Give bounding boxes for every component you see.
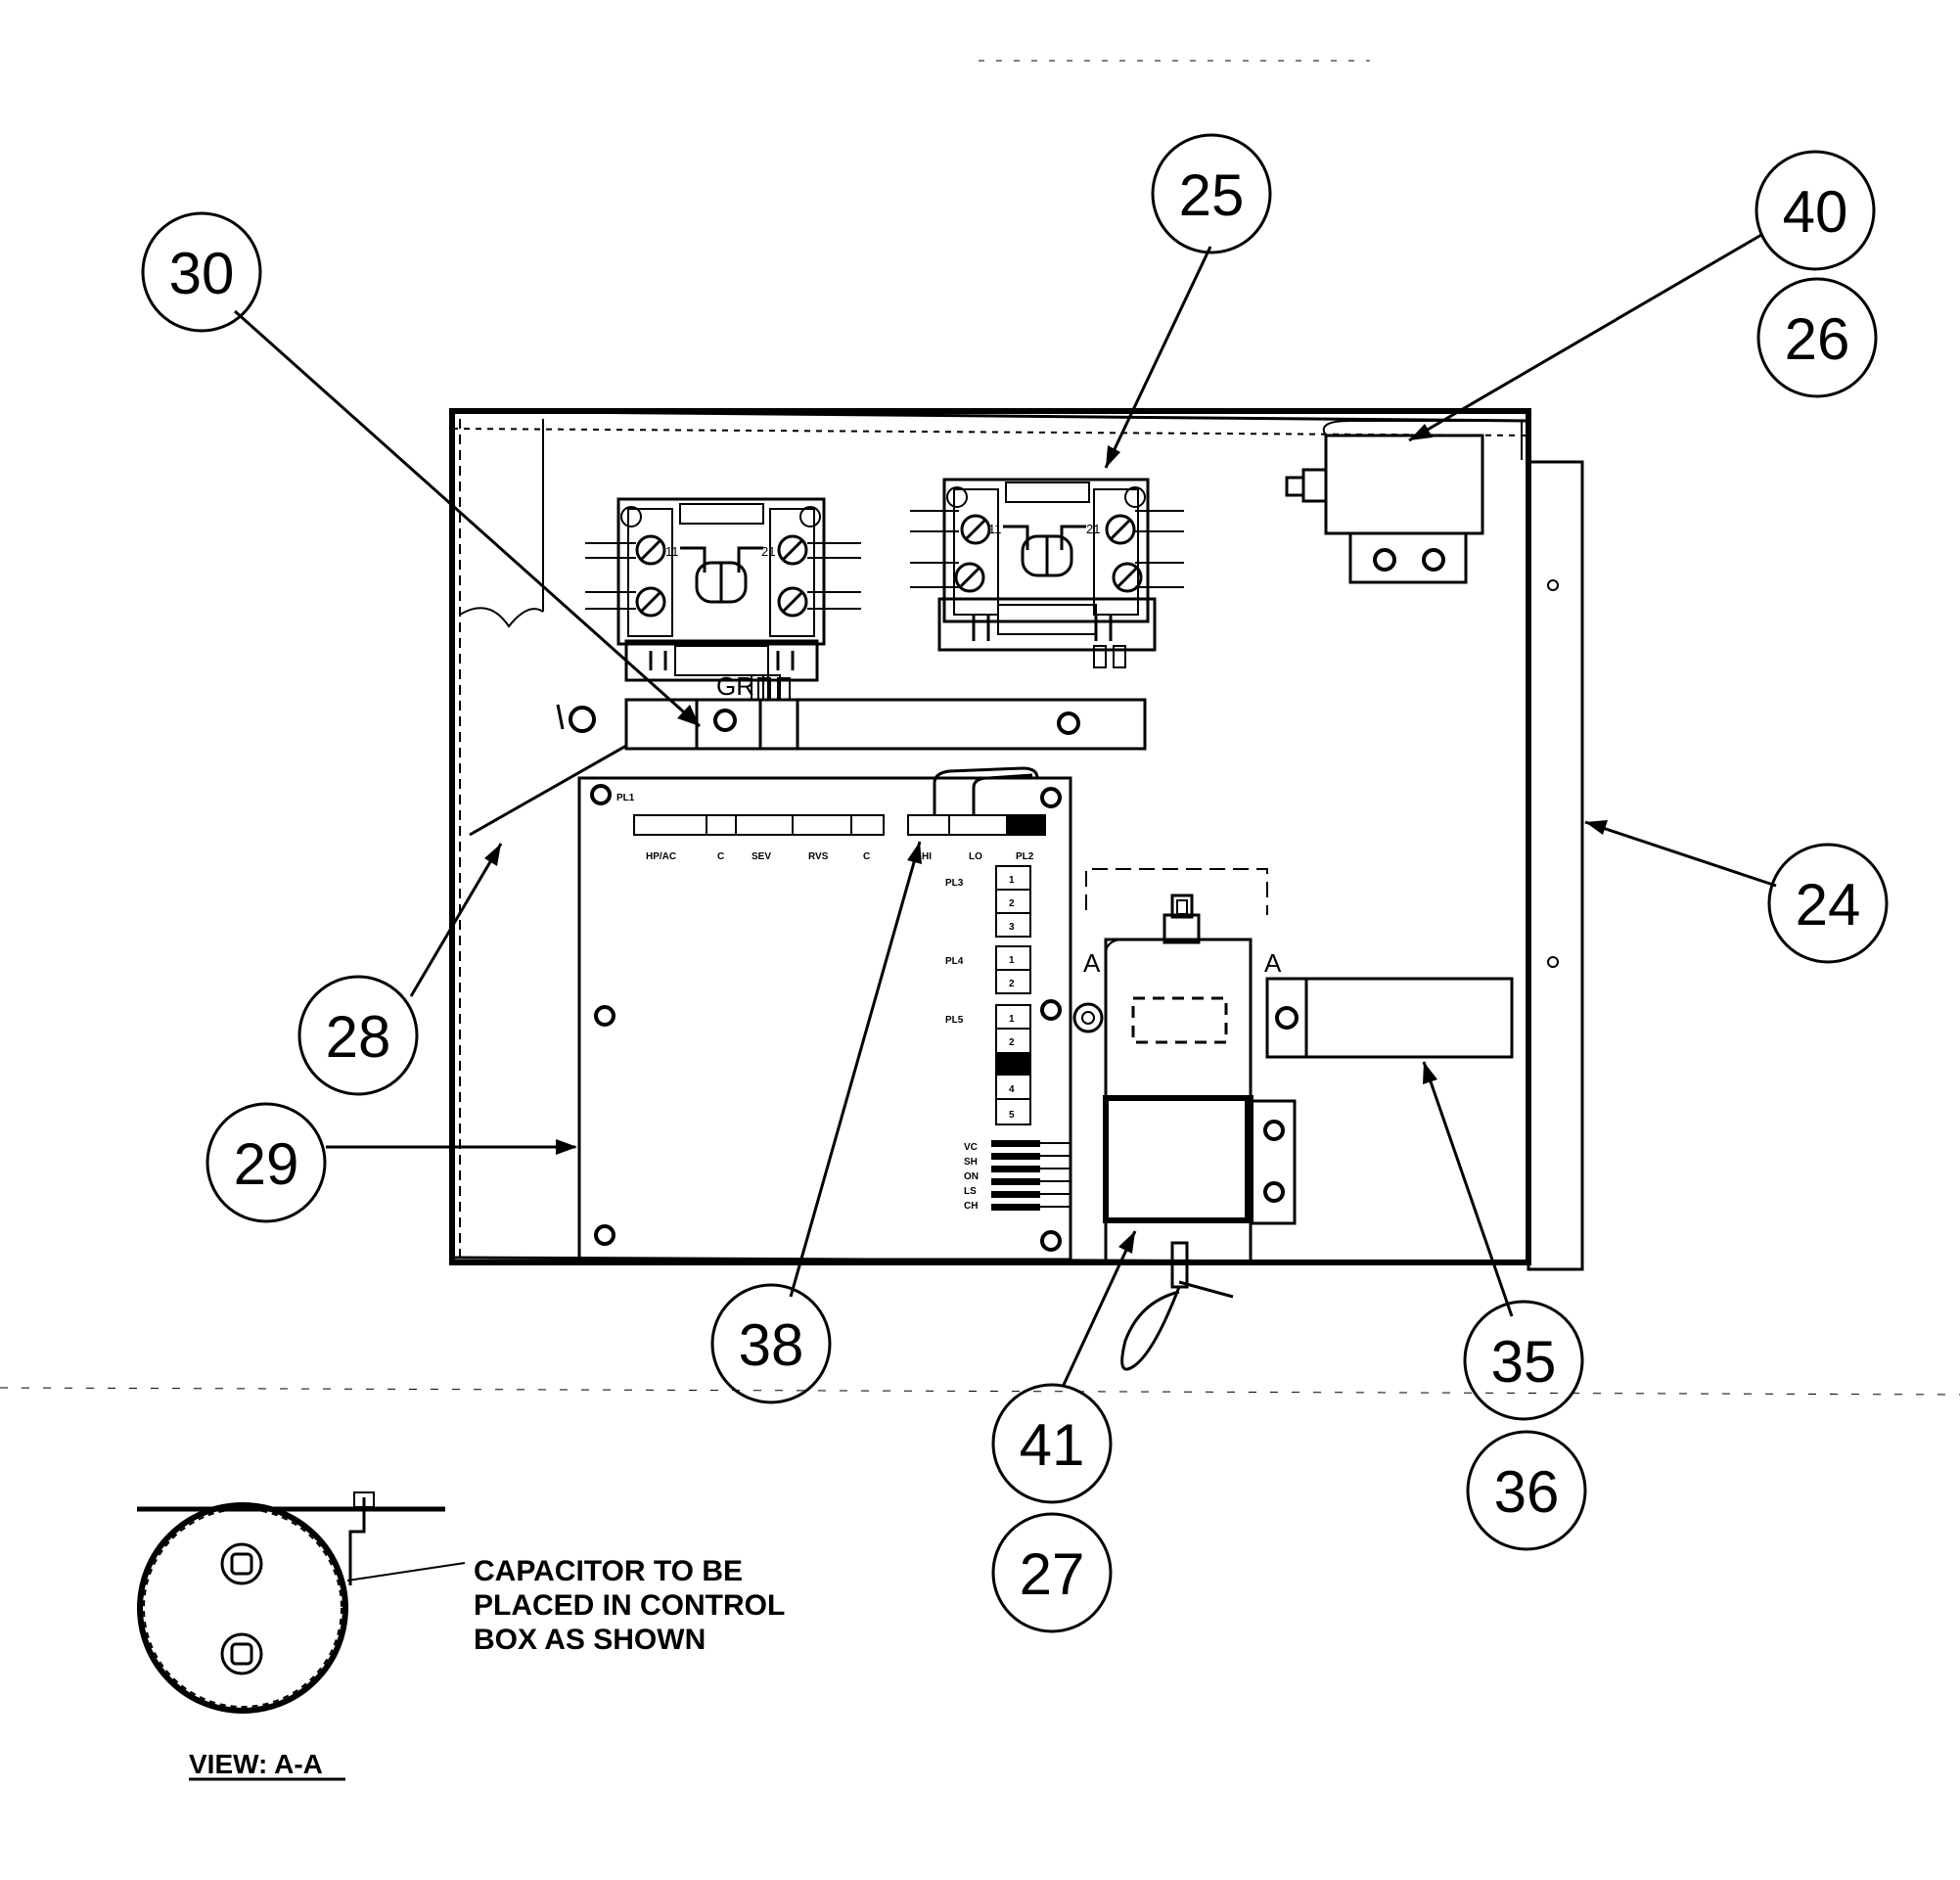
pcb-rvs-label: RVS [808, 851, 829, 862]
callout-28: 28 [297, 975, 419, 1096]
callout-26: 26 [1756, 277, 1878, 398]
relay-left-terminal-11: 11 [665, 544, 679, 559]
pcb-pl4-pin-1: 1 [1009, 955, 1015, 966]
callout-25: 25 [1151, 133, 1272, 254]
pcb-pl3-pin-1: 1 [1009, 875, 1015, 886]
start-relay [1285, 420, 1523, 584]
callout-30-number: 30 [169, 241, 235, 306]
relay-right-terminal-21: 21 [1086, 522, 1100, 536]
pcb-pl5-pin-1: 1 [1009, 1014, 1015, 1025]
pcb-term-sh: SH [964, 1157, 978, 1168]
callout-30: 30 [141, 211, 262, 333]
capacitor-note-line-1: CAPACITOR TO BE [474, 1555, 743, 1587]
pcb-pl1-label: PL1 [616, 793, 635, 803]
view-caption: VIEW: A-A [189, 1749, 323, 1779]
run-capacitor: A A [1072, 868, 1297, 1371]
leader-lines [234, 233, 1777, 1386]
callout-24: 24 [1767, 843, 1889, 964]
callout-29: 29 [205, 1102, 327, 1223]
pcb-pl5-pin-4: 4 [1009, 1084, 1015, 1095]
relay-left-terminal-21: 21 [761, 544, 775, 559]
callout-40-number: 40 [1783, 179, 1848, 245]
pcb-lo-label: LO [969, 851, 982, 862]
callout-41-number: 41 [1020, 1412, 1085, 1478]
callout-29-number: 29 [234, 1131, 299, 1197]
pcb-pl3-label: PL3 [945, 878, 964, 889]
callout-36-number: 36 [1494, 1459, 1560, 1525]
callout-27: 27 [991, 1512, 1113, 1633]
pcb-terminal-strip: VC SH ON LS CH [964, 1140, 1071, 1212]
callout-28-number: 28 [326, 1004, 391, 1070]
callout-38: 38 [710, 1283, 832, 1404]
pcb-term-on: ON [964, 1171, 979, 1182]
view-a-marker-right: A [1264, 948, 1282, 978]
relay-right-terminal-11: 11 [988, 522, 1002, 536]
relay-right: 11 21 [910, 478, 1184, 668]
pcb-pl3-pin-3: 3 [1009, 922, 1015, 933]
relay-left: 11 21 [585, 497, 861, 701]
pcb-pl3-pin-2: 2 [1009, 898, 1015, 909]
view-a-marker-left: A [1083, 948, 1101, 978]
pcb-hi-label: HI [922, 851, 932, 862]
scan-artifacts [0, 60, 1960, 1396]
pcb-pl4-pin-2: 2 [1009, 979, 1015, 989]
pcb-pl4-label: PL4 [945, 956, 964, 967]
pcb-hp-ac-label: HP/AC [646, 851, 676, 862]
ground-label: GR [716, 671, 754, 701]
pcb-term-ls: LS [964, 1186, 977, 1197]
view-a-a-detail: CAPACITOR TO BE PLACED IN CONTROL BOX AS… [137, 1491, 785, 1781]
ground-bar: GR [556, 671, 1147, 751]
pcb-term-ch: CH [964, 1201, 978, 1212]
transformer [1265, 977, 1514, 1059]
pcb-c-label-1: C [717, 851, 724, 862]
pcb-c-label-2: C [863, 851, 870, 862]
pcb-pl5-pin-2: 2 [1009, 1037, 1015, 1048]
pcb-pl5-pin-5: 5 [1009, 1110, 1015, 1121]
callout-27-number: 27 [1020, 1541, 1085, 1607]
pcb-term-vc: VC [964, 1142, 978, 1153]
capacitor-note-line-3: BOX AS SHOWN [474, 1624, 706, 1656]
callout-41: 41 [991, 1383, 1113, 1504]
callout-25-number: 25 [1179, 162, 1245, 228]
callout-35: 35 [1463, 1300, 1584, 1421]
pcb-sev-label: SEV [752, 851, 771, 862]
callout-36: 36 [1466, 1430, 1587, 1551]
pcb-pl2-label: PL2 [1016, 851, 1034, 862]
pcb-pl5-label: PL5 [945, 1015, 964, 1026]
capacitor-note-line-2: PLACED IN CONTROL [474, 1589, 785, 1622]
callout-40: 40 [1755, 150, 1876, 271]
callout-38-number: 38 [739, 1312, 804, 1378]
callout-35-number: 35 [1491, 1329, 1557, 1395]
control-circuit-board: PL1 HP/AC C SEV RVS C HI LO PL2 PL3 1 2 … [577, 766, 1072, 1261]
callout-26-number: 26 [1785, 306, 1850, 372]
callout-24-number: 24 [1796, 872, 1861, 938]
